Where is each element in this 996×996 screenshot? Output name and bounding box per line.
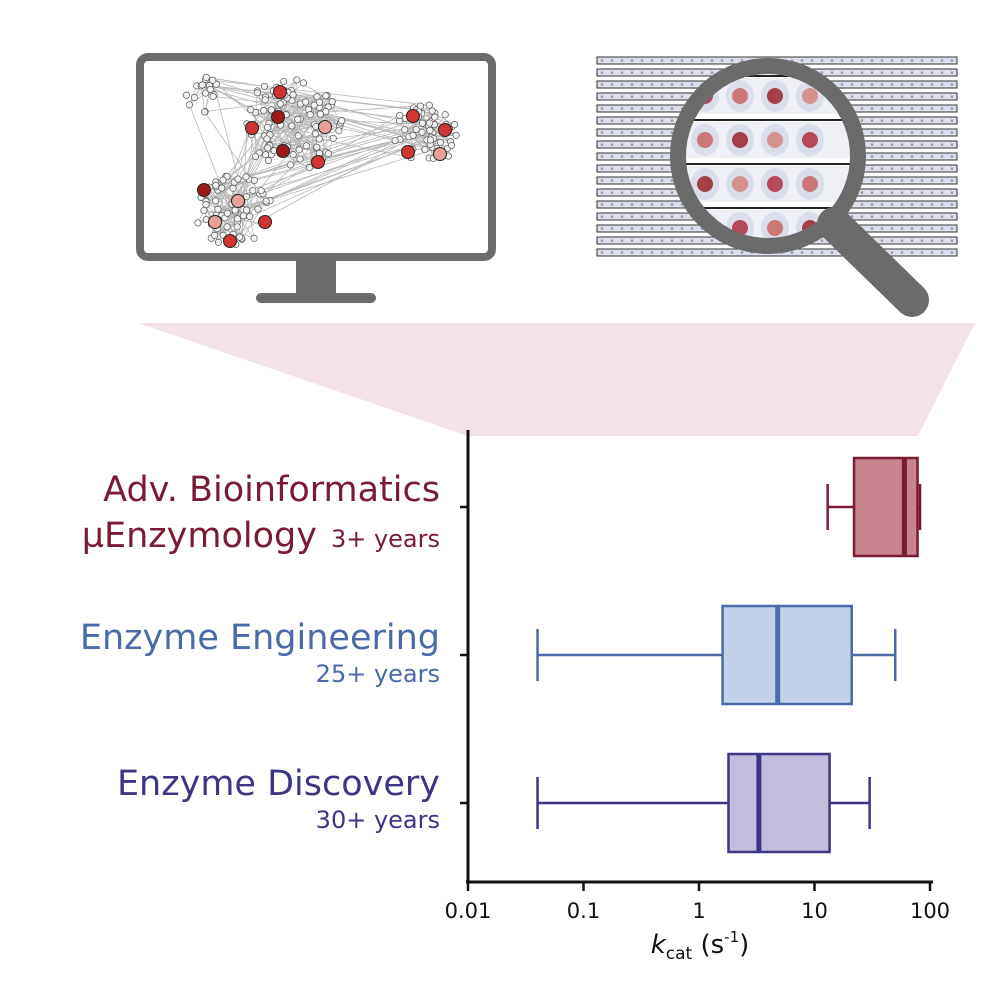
x-axis-title-unit-close: ) <box>739 930 749 960</box>
box-bioinformatics <box>852 456 919 558</box>
category-label-discovery: Enzyme Discovery 30+ years <box>117 764 440 834</box>
magnifying-glass-icon <box>670 58 929 317</box>
x-axis-title-unit-open: (s <box>692 930 724 960</box>
category-name-line2-bioinformatics: µEnzymology <box>81 516 317 556</box>
x-axis-title: kcat (s-1) <box>651 928 750 964</box>
x-axis-title-unit-exp: -1 <box>724 928 739 946</box>
projection-wedge <box>138 323 975 436</box>
x-axis-title-subscript: cat <box>666 944 693 964</box>
category-label-engineering: Enzyme Engineering 25+ years <box>80 618 440 688</box>
category-label-bioinformatics: Adv. Bioinformatics µEnzymology 3+ years <box>82 470 440 559</box>
category-name-engineering: Enzyme Engineering <box>79 618 440 658</box>
category-name-discovery: Enzyme Discovery <box>116 764 440 804</box>
category-name2-bioinformatics: µEnzymology 3+ years <box>82 516 440 559</box>
x-axis-title-main: k <box>651 930 667 960</box>
category-sub-engineering: 25+ years <box>315 660 440 688</box>
x-tick-label-3: 10 <box>801 899 828 923</box>
category-name-bioinformatics: Adv. Bioinformatics <box>103 470 440 510</box>
x-tick-label-2: 1 <box>692 899 705 923</box>
category-sub-discovery: 30+ years <box>315 806 440 834</box>
category-sub-bioinformatics: 3+ years <box>330 525 440 553</box>
x-tick-label-1: 0.1 <box>567 899 600 923</box>
box-engineering <box>721 604 853 706</box>
box-discovery <box>727 752 831 854</box>
x-tick-label-4: 100 <box>910 899 950 923</box>
monitor-network-icon <box>136 53 496 303</box>
box-plot-chart: 0.01 0.1 1 10 100 kcat (s-1) <box>445 430 950 964</box>
x-tick-label-0: 0.01 <box>445 899 492 923</box>
